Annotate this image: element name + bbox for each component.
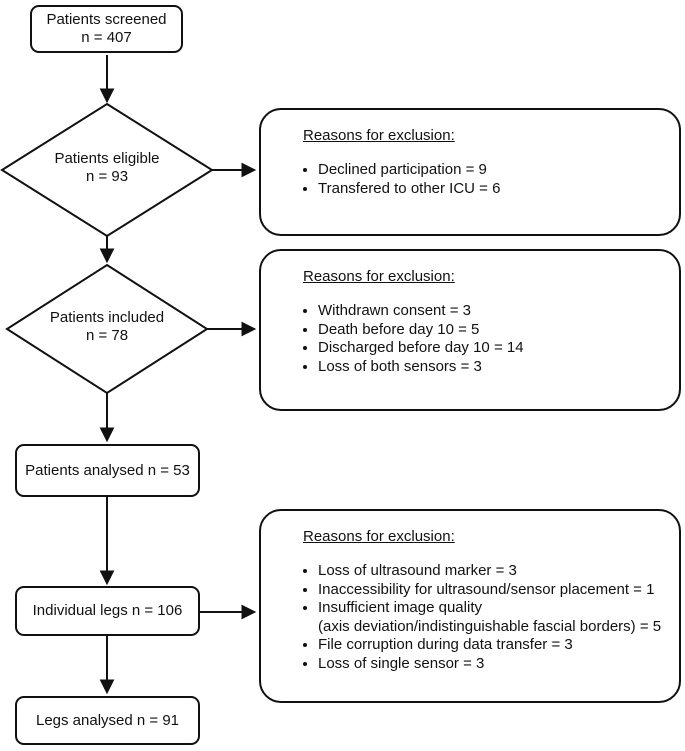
exclusion-item: Withdrawn consent = 3 [318,302,669,321]
exclusion-box-2-list: Withdrawn consent = 3 Death before day 1… [261,302,669,376]
decision-patients-included-label: Patients included n = 78 [5,309,209,345]
exclusion-box-1: Reasons for exclusion: Declined particip… [259,108,681,236]
decision-patients-included-line1: Patients included [49,309,165,326]
node-individual-legs: Individual legs n = 106 [15,586,200,636]
node-patients-analysed: Patients analysed n = 53 [15,444,200,497]
exclusion-item: Declined participation = 9 [318,161,669,180]
decision-patients-eligible-line2: n = 93 [85,168,129,185]
node-patients-screened: Patients screened n = 407 [30,5,183,53]
exclusion-box-2: Reasons for exclusion: Withdrawn consent… [259,249,681,411]
exclusion-item: Inaccessibility for ultrasound/sensor pl… [318,581,669,600]
exclusion-box-3-title: Reasons for exclusion: [303,528,455,545]
exclusion-box-2-title: Reasons for exclusion: [303,268,455,285]
exclusion-box-1-list: Declined participation = 9 Transfered to… [261,161,669,198]
exclusion-item: Discharged before day 10 = 14 [318,339,669,358]
exclusion-item: Transfered to other ICU = 6 [318,180,669,199]
decision-patients-eligible-line1: Patients eligible [54,150,160,167]
exclusion-box-3: Reasons for exclusion: Loss of ultrasoun… [259,509,681,703]
exclusion-box-3-list: Loss of ultrasound marker = 3 Inaccessib… [261,562,669,673]
exclusion-item: File corruption during data transfer = 3 [318,636,669,655]
node-individual-legs-label: Individual legs n = 106 [32,602,183,619]
decision-patients-eligible-shape [0,102,214,238]
node-legs-analysed: Legs analysed n = 91 [15,696,200,745]
node-patients-screened-line2: n = 407 [81,29,132,46]
node-patients-screened-line1: Patients screened [46,11,167,28]
decision-patients-included-line2: n = 78 [85,327,129,344]
exclusion-item: Insufficient image quality (axis deviati… [318,599,669,636]
exclusion-item: Loss of both sensors = 3 [318,358,669,377]
exclusion-item: Loss of ultrasound marker = 3 [318,562,669,581]
exclusion-item: Loss of single sensor = 3 [318,655,669,674]
decision-patients-included-shape [5,263,209,395]
exclusion-box-1-title: Reasons for exclusion: [303,127,455,144]
exclusion-item: Death before day 10 = 5 [318,321,669,340]
decision-patients-eligible-label: Patients eligible n = 93 [2,150,212,186]
node-patients-analysed-label: Patients analysed n = 53 [25,461,190,479]
node-legs-analysed-label: Legs analysed n = 91 [35,711,180,729]
